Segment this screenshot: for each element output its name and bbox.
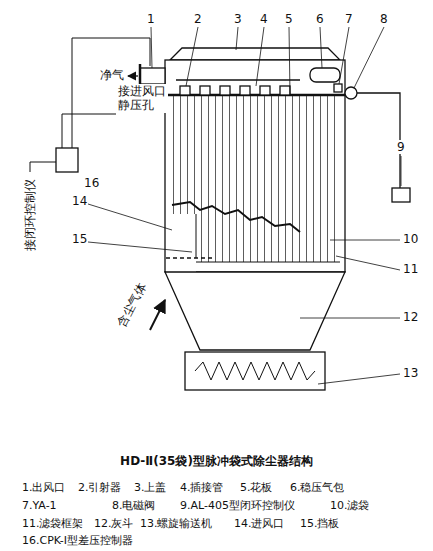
leader-line [318,374,400,384]
blow-pipe [176,79,300,80]
pressure-controller [56,148,78,172]
leader-line [88,242,192,252]
filter-bags [170,96,340,262]
callout-number: 6 [316,12,324,26]
callout-number: 10 [403,232,418,246]
wire-label: 接闭环控制仪 [23,179,37,251]
callout-number: 1 [147,12,155,26]
outlet-pipe [140,68,165,84]
callout-number: 2 [194,12,202,26]
pressure-tube [62,114,116,148]
leader-line [330,240,400,241]
controller-box [392,188,410,202]
housing [165,60,345,272]
legend-item: 5.花板 [240,481,273,494]
callout-number: 11 [403,262,418,276]
clean-air-arrow [128,75,138,76]
port-label: 接进风口 静压孔 [118,84,168,113]
callout-number: 4 [260,12,268,26]
screw [195,362,315,380]
legend-item: 16.CPK-Ⅰ型差压控制器 [22,534,133,547]
dusty-gas-arrow [150,300,165,330]
control-wire [357,93,400,188]
tube [200,86,210,95]
leader-line [300,318,400,319]
baffle-plate [196,214,197,258]
legend-item: 7.YA-1 [22,499,57,512]
legend-item: 13.螺旋输送机 [140,517,213,530]
screw-conveyor [185,352,325,390]
callout-number: 14 [72,194,87,208]
tube-plate [165,94,345,97]
legend-item: 15.挡板 [300,517,340,530]
legend-item: 2.引射器 [78,481,122,494]
gas-header [310,68,340,82]
legend-item: 12.灰斗 [94,517,134,530]
leader-line [88,204,172,230]
legend-item: 8.电磁阀 [112,499,156,512]
solenoid-valve [345,87,357,99]
top-cover [170,48,340,60]
legend-item: 11.滤袋框架 [22,517,84,530]
callout-number: 15 [72,232,87,246]
tube [220,86,230,95]
ya1 [334,84,342,92]
tube [260,86,270,95]
callout-number: 13 [403,366,418,380]
leader-line [320,27,322,68]
leader-line [354,27,384,88]
callout-number: 16 [84,176,99,190]
callout-number: 7 [345,12,353,26]
tube [280,86,290,95]
legend-item: 14.进风口 [234,517,285,530]
leader-line [236,27,238,50]
callout-number: 5 [285,12,293,26]
callout-number: 12 [403,310,418,324]
flow-label: 含尘气体 [115,280,150,329]
tube [240,86,250,95]
flow-label: 净气 [100,68,124,82]
callout-number: 8 [380,12,388,26]
baffle [166,257,215,258]
leader-line [336,256,400,270]
leader-line [289,27,290,95]
caption: HD-Ⅱ(35袋)型脉冲袋式除尘器结构 [120,454,313,468]
legend-item: 10.滤袋 [330,499,370,512]
leader-line [186,27,198,86]
leader-line [151,27,152,68]
leader-line [401,156,402,186]
inlet-area [166,214,196,272]
injector [180,86,190,95]
legend-item: 4.插接管 [180,481,224,494]
legend-item: 6.稳压气包 [290,481,345,494]
control-wire [30,162,56,172]
callout-number: 9 [397,140,405,154]
legend-item: 3.上盖 [134,481,167,494]
leader-line [339,27,349,84]
leader-line [256,27,264,86]
callout-number: 3 [234,12,242,26]
legend-item: 9.AL-405型闭环控制仪 [180,499,295,512]
legend-item: 1.出风口 [22,481,66,494]
hopper [165,272,345,350]
